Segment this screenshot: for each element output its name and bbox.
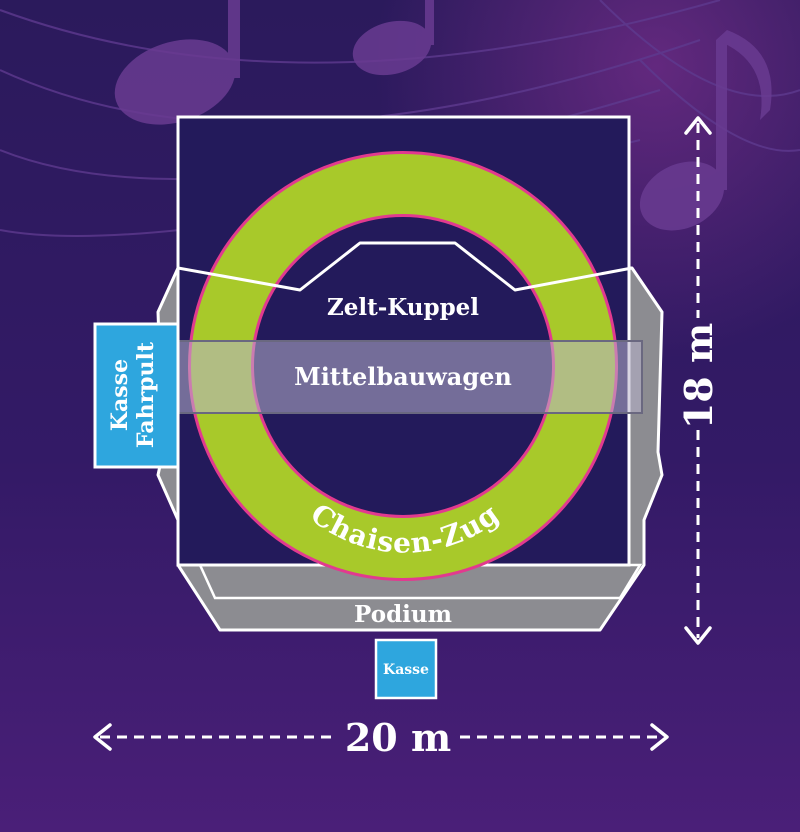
podium-label: Podium [354, 601, 452, 628]
kasse-box-label: Kasse [383, 662, 429, 678]
height-dimension [684, 116, 712, 645]
height-label: 18 m [676, 323, 721, 429]
arrow-left-icon [93, 723, 112, 751]
arrow-right-icon [650, 723, 669, 751]
center-wagon [165, 340, 643, 414]
dome-label: Zelt-Kuppel [327, 294, 479, 321]
arrow-up-icon [684, 116, 712, 135]
side-box-label-kasse: Kasse [107, 359, 133, 431]
arrow-down-icon [684, 626, 712, 645]
side-box-label-fahrpult: Fahrpult [133, 341, 159, 448]
music-note-icon [639, 30, 772, 231]
dome-outline [177, 241, 633, 292]
center-wagon-label: Mittelbauwagen [294, 362, 512, 391]
width-label: 20 m [345, 715, 451, 760]
kasse-fahrpult-box [93, 322, 180, 469]
kasse-box [374, 638, 438, 700]
width-dimension [93, 723, 669, 751]
music-note-icon [114, 0, 240, 125]
music-note-icon [352, 0, 434, 76]
